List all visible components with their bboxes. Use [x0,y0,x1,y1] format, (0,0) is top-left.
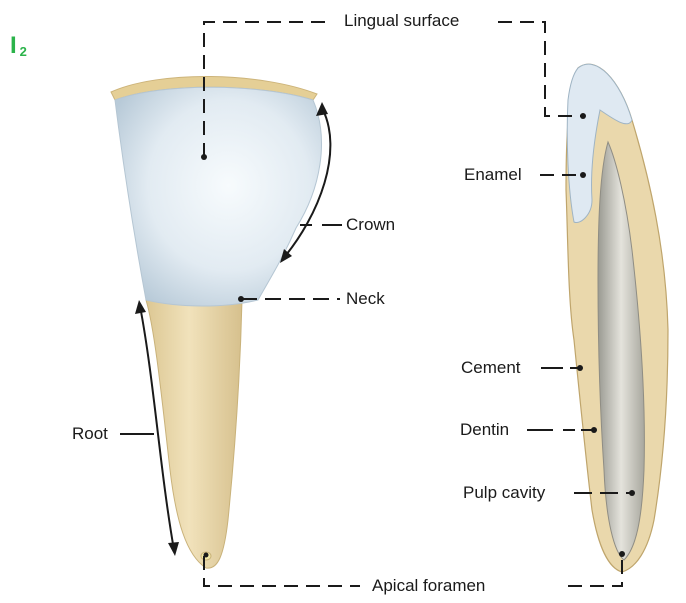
pulp-cavity-label: Pulp cavity [463,483,545,503]
cement-label: Cement [461,358,521,378]
left-crown [115,87,321,306]
right-tooth-section [566,64,668,572]
apical-foramen-label: Apical foramen [372,576,485,596]
dentin-label: Dentin [460,420,509,440]
crown-label: Crown [346,215,395,235]
left-root [146,300,242,568]
enamel-label: Enamel [464,165,522,185]
neck-label: Neck [346,289,385,309]
lingual-surface-label: Lingual surface [344,11,459,31]
root-label: Root [72,424,108,444]
